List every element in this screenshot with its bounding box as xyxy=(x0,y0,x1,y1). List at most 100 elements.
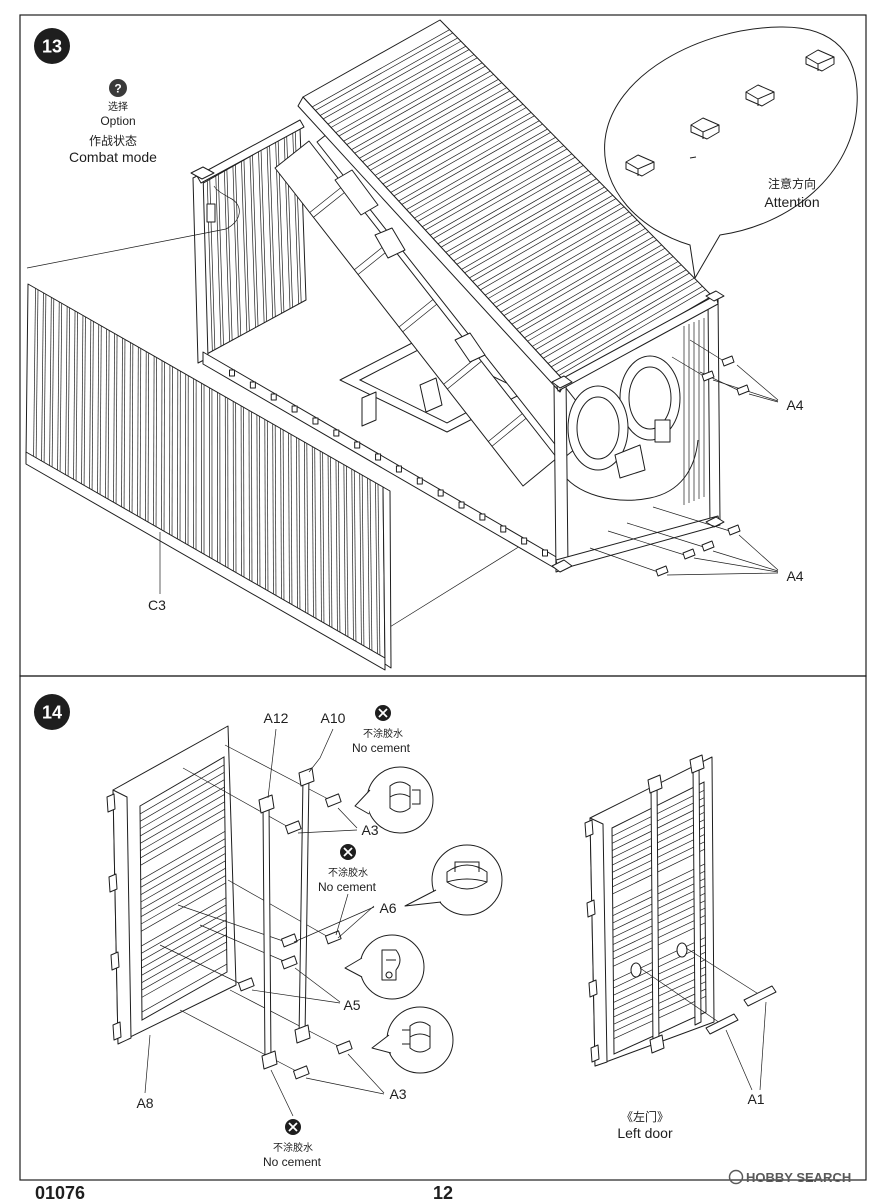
left-door-rib xyxy=(613,944,706,989)
roof-rib xyxy=(532,261,679,347)
no-cement-label-en: No cement xyxy=(263,1155,322,1169)
keeper-detail xyxy=(381,949,401,981)
rear-post-fitting xyxy=(206,203,216,223)
part-a6 xyxy=(281,933,298,948)
attention-label-en: Attention xyxy=(764,194,819,210)
side-panel-rib xyxy=(83,316,86,486)
floor-tab xyxy=(333,429,340,437)
side-panel-rib xyxy=(251,411,253,582)
guide-line xyxy=(607,530,689,557)
side-panel-rib xyxy=(353,470,357,642)
front-right-post xyxy=(707,294,721,528)
left-door-rib xyxy=(613,988,706,1032)
detail-bubble-a5 xyxy=(344,934,425,1000)
roof-rib xyxy=(480,206,625,291)
side-panel-rib xyxy=(81,315,84,484)
part-label-a4-upper: A4 xyxy=(786,397,803,413)
combat-mode-guide-line xyxy=(26,185,240,269)
roof-rib xyxy=(335,54,475,133)
side-panel-rib xyxy=(272,423,274,595)
side-panel-rib xyxy=(377,484,381,656)
rear-wall-rib xyxy=(235,164,242,336)
front-left-post xyxy=(553,377,569,573)
roof-rib xyxy=(367,87,507,168)
roof-rib xyxy=(425,148,568,231)
side-panel-rib xyxy=(99,325,102,495)
handle-part-a1 xyxy=(705,1013,739,1035)
part-label-a3-lower: A3 xyxy=(389,1086,406,1102)
hinge xyxy=(112,1021,122,1041)
rear-wall-rib xyxy=(241,161,248,333)
side-panel-rib xyxy=(327,455,330,627)
floor-tab xyxy=(479,513,486,521)
side-panel-rib xyxy=(256,414,258,585)
left-door-rib xyxy=(612,834,705,880)
side-panel-rib xyxy=(97,324,100,494)
door-rib xyxy=(140,838,226,888)
side-panel-rib xyxy=(274,425,277,596)
no-cement-label-en: No cement xyxy=(318,880,377,894)
page-number: 12 xyxy=(433,1183,453,1200)
part-a5 xyxy=(281,955,298,970)
no-cement-note-2: 不涂胶水 No cement xyxy=(318,844,377,894)
door-rib xyxy=(141,926,227,976)
side-panel-rib xyxy=(41,292,44,461)
door-rib xyxy=(140,801,225,851)
roof-edge-beam xyxy=(297,96,566,393)
option-label-en: Option xyxy=(100,114,135,128)
floor-tab xyxy=(458,501,465,509)
roof-rib xyxy=(315,32,453,111)
door-rib xyxy=(140,794,225,844)
roof-rib xyxy=(555,286,703,373)
a3-leader-line xyxy=(347,1053,385,1094)
front-top-rail xyxy=(555,294,719,392)
a3-leader-line xyxy=(305,1077,385,1095)
no-cement-icon xyxy=(375,705,391,721)
floor-tab xyxy=(542,549,548,557)
roof-rib xyxy=(558,289,706,376)
roof-rib xyxy=(477,203,622,287)
detail-bubble-a3-upper xyxy=(354,766,434,834)
side-panel-rib xyxy=(343,464,346,636)
rod-end-cap xyxy=(647,774,663,794)
floor-tab xyxy=(500,525,507,533)
door-rib xyxy=(140,808,225,859)
a4-leader-line xyxy=(736,364,779,401)
side-panel-rib xyxy=(319,451,322,622)
roof-rib xyxy=(417,140,560,222)
part-a3 xyxy=(293,1065,310,1080)
hinge xyxy=(588,979,598,998)
side-panel-rib xyxy=(303,442,306,613)
floor-tab xyxy=(270,393,277,401)
roof-rib xyxy=(401,123,543,205)
roof-rib xyxy=(516,244,662,330)
door-rib xyxy=(140,867,226,917)
roof-rib xyxy=(492,219,638,304)
option-label-cn: 选择 xyxy=(108,100,128,113)
no-cement-label-cn: 不涂胶水 xyxy=(273,1141,313,1154)
tube-band xyxy=(491,418,527,447)
roof-rib xyxy=(453,178,597,262)
door-ribs xyxy=(139,764,228,1013)
roof-rib xyxy=(393,115,535,197)
roof-rib xyxy=(519,247,666,333)
side-panel-rib xyxy=(49,297,52,466)
roof-rib xyxy=(354,74,494,154)
part-a4 xyxy=(721,355,735,367)
question-glyph: ? xyxy=(114,82,121,96)
side-panel-rib xyxy=(266,420,269,591)
hinge xyxy=(108,873,118,893)
side-panel-rib xyxy=(264,419,266,590)
keeper-detail-lines xyxy=(402,1029,431,1045)
handle-part-a1 xyxy=(743,985,777,1007)
side-panel-rib xyxy=(89,319,92,489)
side-panel-rib xyxy=(105,328,108,498)
roof-rib xyxy=(488,214,633,299)
a12-leader-line xyxy=(267,728,277,799)
side-panel-rib xyxy=(129,342,131,512)
side-panel-ribs xyxy=(33,288,381,656)
side-panel-rib xyxy=(57,301,60,471)
a4-leader-line xyxy=(712,550,779,572)
no-cement-note-3: 不涂胶水 No cement xyxy=(263,1119,322,1169)
left-door-rib xyxy=(613,973,706,1018)
